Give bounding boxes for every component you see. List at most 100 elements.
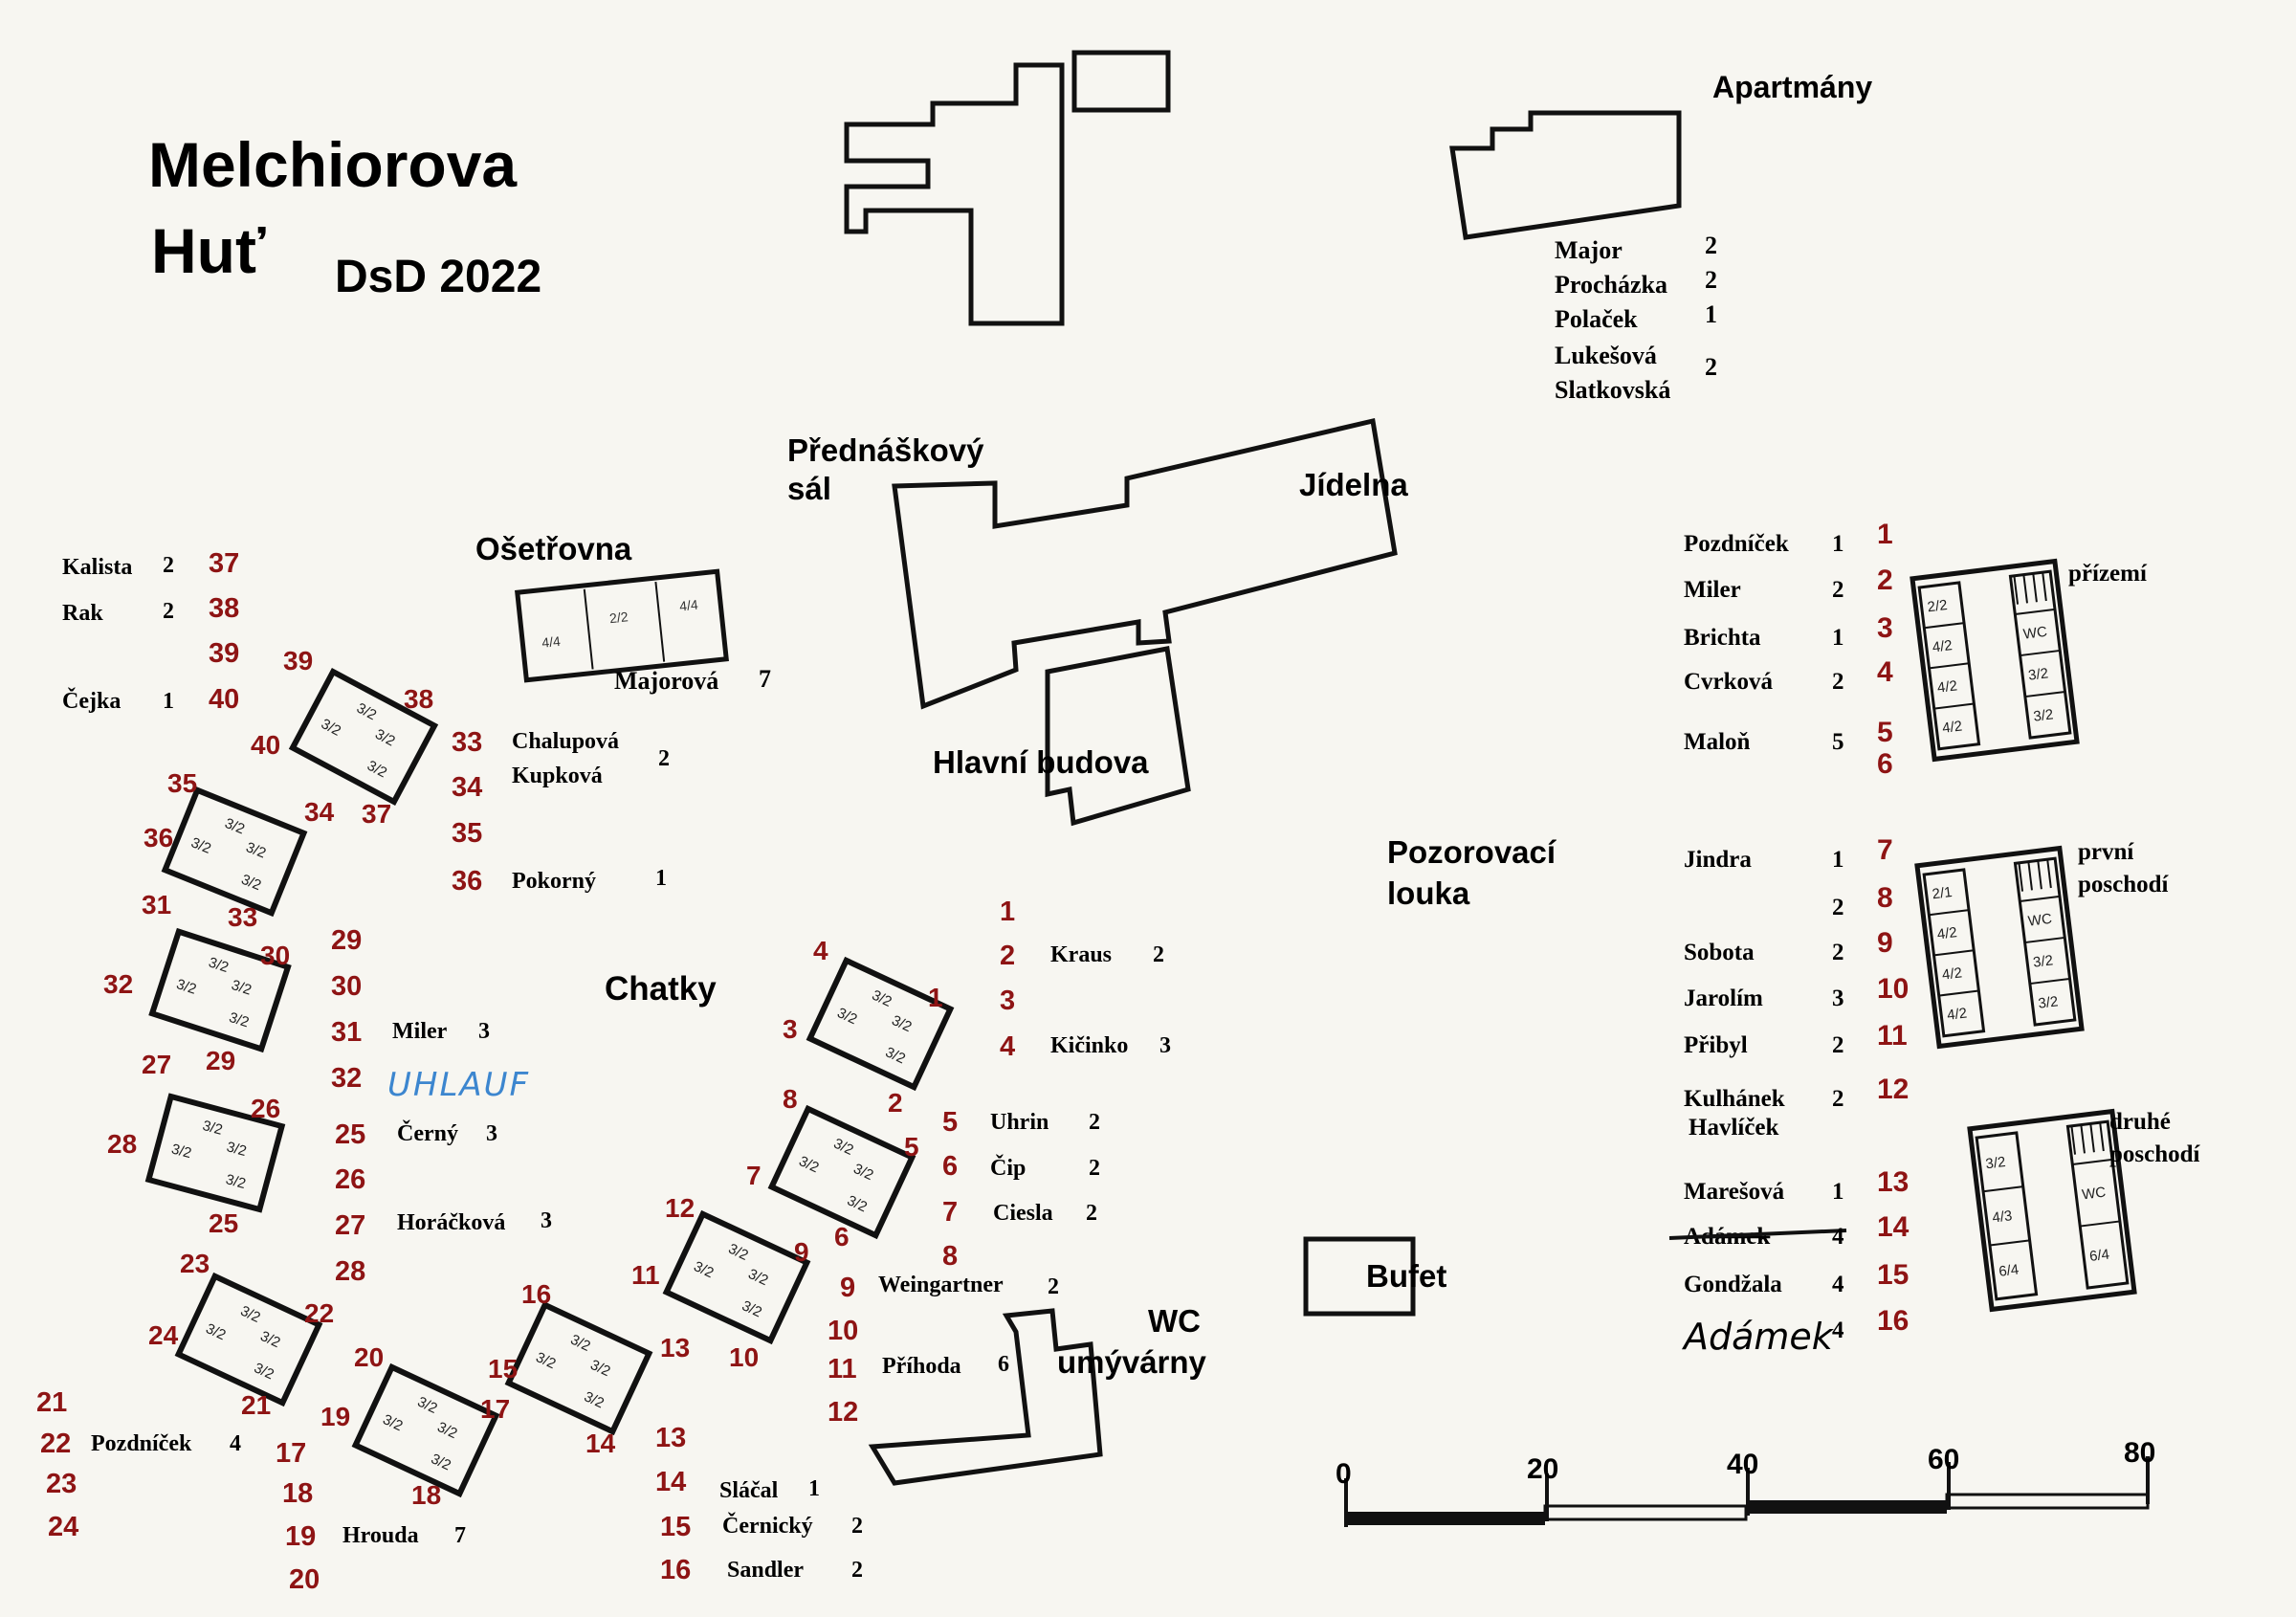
cabin-number: 8 xyxy=(783,1084,798,1114)
cabin-room-label: 3/2 xyxy=(429,1451,453,1473)
cabin-number: 13 xyxy=(660,1333,690,1362)
cabin-number: 1 xyxy=(928,983,943,1012)
cabin-occupant-count: 2 xyxy=(851,1514,863,1539)
cabin-room-label: 3/2 xyxy=(207,954,231,976)
room-number: 5 xyxy=(1877,717,1893,748)
room-number: 10 xyxy=(1877,973,1909,1005)
cabin-number: 29 xyxy=(206,1046,235,1075)
cabin-assignment-number: 33 xyxy=(452,727,482,758)
cabin-assignment-number: 36 xyxy=(452,866,482,897)
room-count: 1 xyxy=(1832,847,1844,873)
floor-room-label: 4/2 xyxy=(1936,924,1958,942)
cabin: 3/23/23/23/2 xyxy=(767,1104,916,1240)
cabin-occupant: Hrouda xyxy=(342,1523,419,1548)
room-count: 2 xyxy=(1832,669,1844,695)
cabin-number: 22 xyxy=(304,1298,334,1328)
cabin-occupant-count: 3 xyxy=(478,1019,490,1044)
cabin-occupant-count: 4 xyxy=(230,1431,241,1456)
cabin-assignment-number: 8 xyxy=(942,1241,958,1272)
cabin-occupant: Příhoda xyxy=(882,1354,961,1379)
cabin-number: 25 xyxy=(209,1208,238,1238)
floor-room-label: 4/2 xyxy=(1941,718,1963,736)
cabin-assignment-number: 11 xyxy=(828,1354,857,1384)
cabin-room-label: 3/2 xyxy=(239,872,264,895)
cabin-number: 31 xyxy=(142,890,171,919)
cabins-layer: 3/23/23/23/23/23/23/23/23/23/23/23/23/23… xyxy=(144,668,955,1498)
lecture-hall-label-1: Přednáškový xyxy=(787,432,984,468)
cabin-number: 21 xyxy=(241,1390,271,1420)
cabin-assignment-number: 24 xyxy=(48,1512,78,1542)
cabin-number: 3 xyxy=(783,1014,798,1044)
cabin-assignment-number: 4 xyxy=(1000,1031,1015,1062)
floor-room-label: 3/2 xyxy=(2032,952,2054,970)
room-count: 1 xyxy=(1832,531,1844,557)
cabin-room-label: 3/2 xyxy=(582,1388,607,1411)
cabin-room-label: 3/2 xyxy=(252,1360,276,1383)
main-building-label: Hlavní budova xyxy=(933,744,1149,780)
cabin: 3/23/23/23/2 xyxy=(148,927,292,1053)
cabin-room-label: 3/2 xyxy=(227,1009,251,1031)
building-outlines xyxy=(515,50,1682,1486)
cabin-room-label: 3/2 xyxy=(415,1394,440,1417)
room-occupant: Sobota xyxy=(1684,940,1755,965)
cabin-occupant: Kupková xyxy=(512,764,603,788)
cabin-room-label: 3/2 xyxy=(244,839,269,862)
cabin-occupant: Miler xyxy=(392,1019,448,1044)
first-aid-name: Majorová xyxy=(614,667,718,695)
cabin-number: 34 xyxy=(304,797,335,827)
cabin-room-label: 3/2 xyxy=(174,976,198,998)
cabin-room-label: 3/2 xyxy=(188,834,213,857)
cabin-number: 28 xyxy=(107,1129,137,1159)
apartment-count: 1 xyxy=(1705,300,1717,328)
cabin-number: 35 xyxy=(167,768,197,798)
cabin-assignment-number: 15 xyxy=(660,1512,691,1542)
cabin-assignment-number: 2 xyxy=(1000,941,1015,971)
cabin-assignment-number: 40 xyxy=(209,684,239,715)
cabin-assignment-number: 20 xyxy=(289,1564,320,1595)
room-number: 12 xyxy=(1877,1074,1909,1105)
room-count: 2 xyxy=(1832,577,1844,603)
cabin-room-label: 3/2 xyxy=(850,1161,875,1184)
cabin-room-label: 3/2 xyxy=(587,1357,612,1380)
cabin-number: 7 xyxy=(746,1161,762,1190)
apartment-name: Slatkovská xyxy=(1555,376,1670,404)
room-count: 5 xyxy=(1832,729,1844,755)
room-number: 6 xyxy=(1877,748,1893,780)
floor-room-label: 4/2 xyxy=(1936,677,1958,696)
cabin-room-label: 3/2 xyxy=(364,758,389,782)
cabin-assignment-number: 32 xyxy=(331,1063,362,1094)
cabin-assignment-number: 27 xyxy=(335,1210,365,1241)
cabin-occupant: Kalista xyxy=(62,555,132,580)
room-count: 2 xyxy=(1832,895,1844,920)
cabin-room-label: 3/2 xyxy=(434,1419,459,1442)
cabin-room-label: 3/2 xyxy=(796,1153,821,1176)
first-aid-room-3: 4/4 xyxy=(678,597,698,614)
cabin-occupant: Chalupová xyxy=(512,729,619,754)
cabin-room-label: 3/2 xyxy=(169,1141,193,1162)
floor-room-label: 2/1 xyxy=(1932,884,1954,902)
cabin-room-label: 3/2 xyxy=(568,1332,593,1355)
cabin-occupant: UHLAUF xyxy=(387,1066,530,1104)
floor-label: poschodí xyxy=(2078,872,2170,897)
scale-bar: 0 20 40 60 80 xyxy=(1336,1437,2155,1527)
room-number: 13 xyxy=(1877,1166,1909,1198)
lecture-hall-label-2: sál xyxy=(787,471,831,506)
room-occupant: Havlíček xyxy=(1689,1115,1779,1141)
cabin-assignment-number: 17 xyxy=(276,1438,306,1469)
small-building-outline xyxy=(1071,50,1171,113)
cabin-room-label: 3/2 xyxy=(354,699,379,723)
cabin-number: 37 xyxy=(362,799,391,829)
scale-segment xyxy=(1543,1504,1748,1521)
cabin-room-label: 3/2 xyxy=(222,815,247,838)
main-building-outline xyxy=(1045,646,1191,827)
lecture-hall-outline xyxy=(844,62,1065,326)
floor-label: první xyxy=(2078,839,2134,865)
cabin-occupant-count: 2 xyxy=(658,746,670,771)
room-count: 3 xyxy=(1832,986,1844,1011)
room-occupant: Gondžala xyxy=(1684,1272,1782,1297)
cabin-assignment-number: 3 xyxy=(1000,986,1015,1016)
cabin-number: 19 xyxy=(320,1402,350,1431)
cabin-occupant-count: 6 xyxy=(998,1352,1009,1377)
